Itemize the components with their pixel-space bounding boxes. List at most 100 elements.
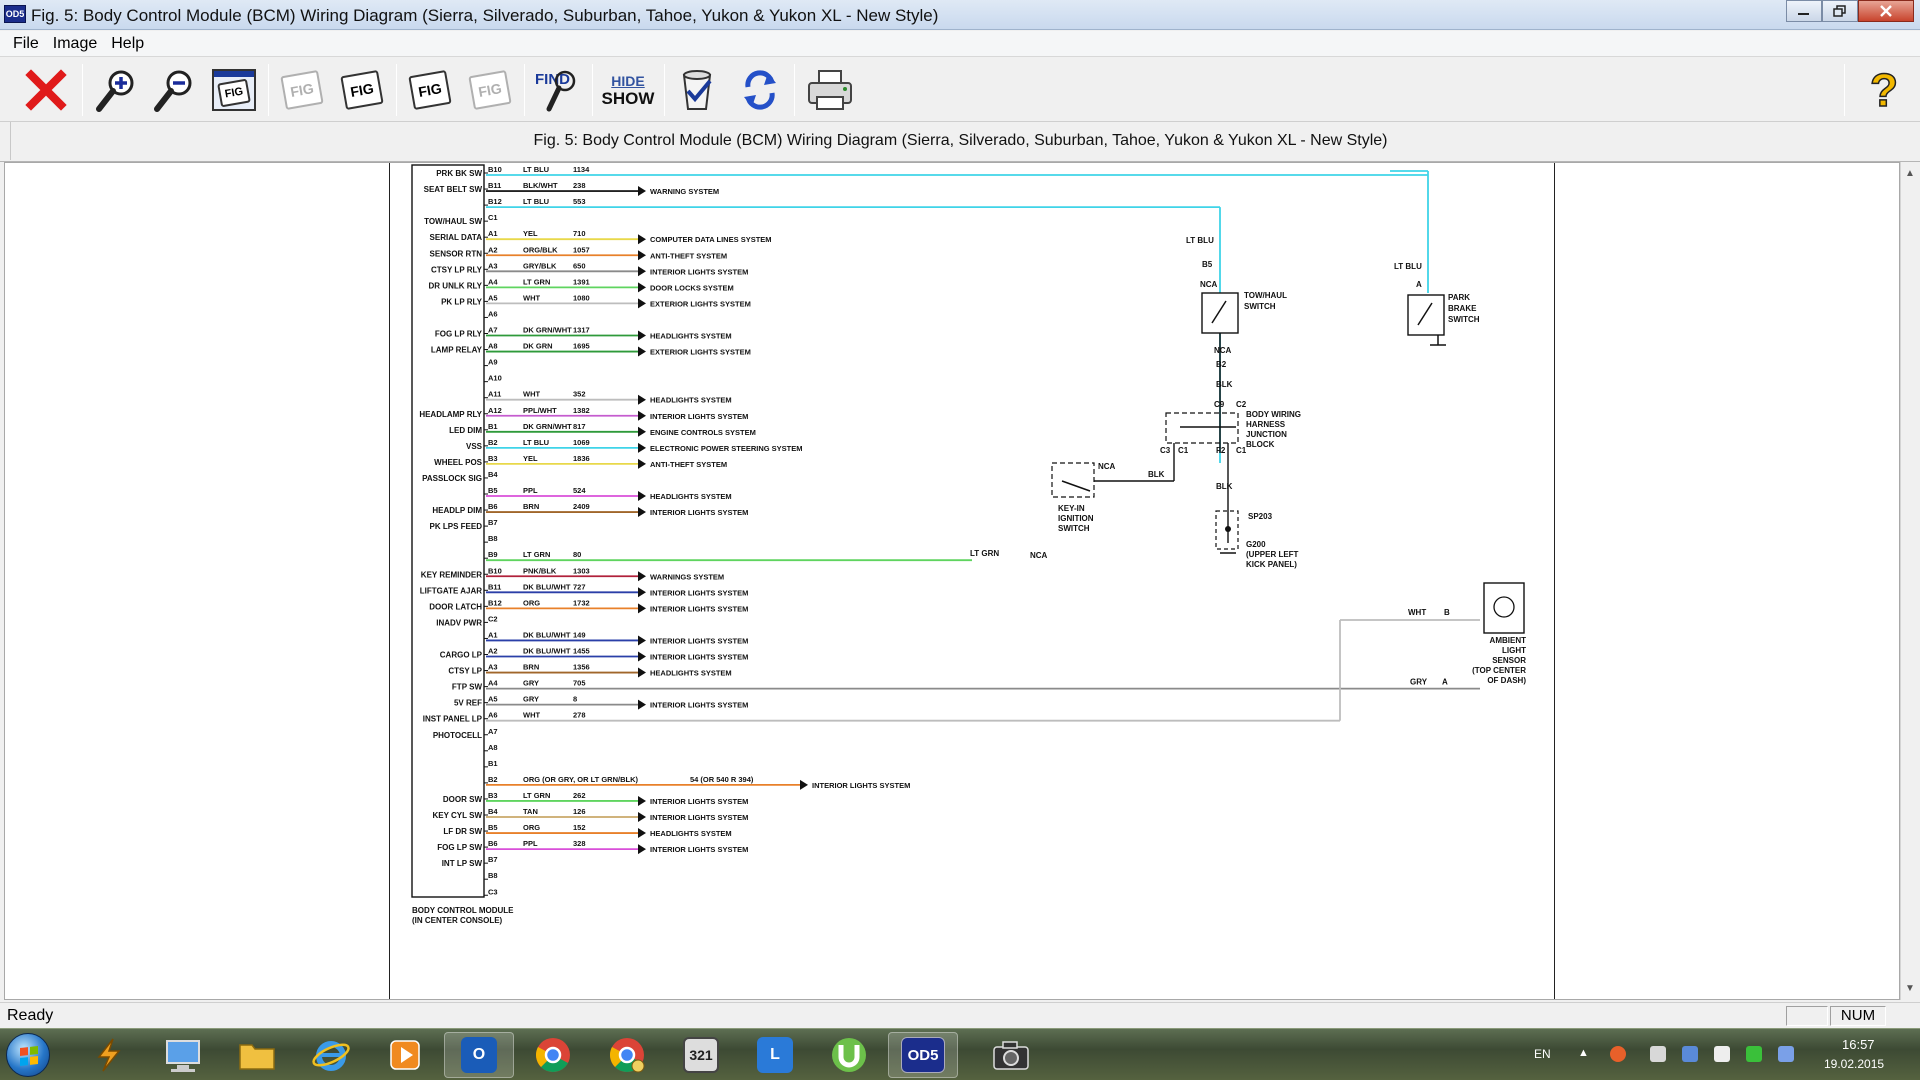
destination-system: HEADLIGHTS SYSTEM [650,332,732,341]
taskbar-winamp[interactable] [74,1032,144,1078]
taskbar-camera[interactable] [976,1032,1046,1078]
towhaul-nca-top: NCA [1200,280,1218,289]
wire-arrow [638,812,646,822]
pin-number: B3 [488,791,498,800]
fig-previous-button[interactable]: FIG [274,62,330,118]
bcm-pin-function: DOOR LATCH [429,602,482,611]
bcm-pin-function: PRK BK SW [436,169,482,178]
wire-color-label: BLK/WHT [523,181,558,190]
tray-network-icon[interactable] [1650,1046,1666,1062]
destination-system: INTERIOR LIGHTS SYSTEM [650,845,748,854]
tray-flag-icon[interactable] [1778,1046,1794,1062]
status-bar: Ready NUM [0,1002,1920,1028]
bcm-pin-function: SERIAL DATA [430,233,483,242]
towhaul-nca-bottom: NCA [1214,346,1232,355]
menu-help[interactable]: Help [111,34,145,52]
refresh-button[interactable] [732,62,788,118]
wire-arrow [638,282,646,293]
taskbar-utorrent[interactable] [814,1032,884,1078]
menu-image[interactable]: Image [52,34,98,52]
destination-system: DOOR LOCKS SYSTEM [650,283,734,292]
close-icon [1880,5,1892,17]
print-button[interactable] [802,62,858,118]
pin-number: A5 [488,695,498,704]
tray-expand-icon[interactable]: ▲ [1578,1047,1589,1059]
pin-number: A8 [488,342,498,351]
close-button[interactable] [1858,0,1914,22]
tray-update-icon[interactable] [1610,1046,1626,1062]
ambient-gry-label: GRY [1410,678,1428,687]
diagram-viewport[interactable]: BODY CONTROL MODULE(IN CENTER CONSOLE) PR… [4,162,1900,1000]
vertical-scrollbar[interactable]: ▲ ▼ [1900,162,1920,1000]
taskbar-od5[interactable]: OD5 [888,1032,958,1078]
destination-system: HEADLIGHTS SYSTEM [650,396,732,405]
fig-forward-button[interactable]: FIG [462,62,518,118]
wire-color-label: LT GRN [523,277,550,286]
pin-number: B1 [488,759,498,768]
bcm-location-label: (IN CENTER CONSOLE) [412,916,503,925]
destination-system: INTERIOR LIGHTS SYSTEM [650,813,748,822]
circuit-number: 126 [573,807,586,816]
taskbar-media[interactable] [370,1032,440,1078]
circuit-number: 1695 [573,342,590,351]
pin-number: A12 [488,406,502,415]
camera-icon [993,1041,1029,1070]
fig-select-button[interactable]: FIG [334,62,390,118]
bcm-module-label: BODY CONTROL MODULE [412,906,514,915]
fig-back-icon: FIG [408,69,452,111]
tray-signal-icon[interactable] [1714,1046,1730,1062]
edit-button[interactable] [670,62,726,118]
taskbar-computer[interactable] [148,1032,218,1078]
taskbar-ie[interactable] [296,1032,366,1078]
wire-color-label: DK GRN/WHT [523,422,572,431]
taskbar-lync[interactable]: L [740,1032,810,1078]
red-x-icon [25,69,67,111]
taskbar-explorer[interactable] [222,1032,292,1078]
wire-color-label: YEL [523,454,538,463]
find-button[interactable]: FIND [530,62,586,118]
zoom-out-button[interactable] [146,62,202,118]
language-indicator[interactable]: EN [1534,1047,1551,1061]
menu-file[interactable]: File [13,34,39,52]
restore-button[interactable] [1822,0,1858,22]
minimize-button[interactable] [1786,0,1822,22]
wire-color-label: DK GRN [523,342,553,351]
hide-show-button[interactable]: HIDE SHOW [600,62,656,118]
scroll-up-icon[interactable]: ▲ [1905,168,1915,179]
printer-icon [808,70,852,110]
junction-c1b: C1 [1236,446,1247,455]
tray-display-icon[interactable] [1682,1046,1698,1062]
wire-color-label: WHT [523,711,540,720]
taskbar-outlook[interactable]: O [444,1032,514,1078]
fig-back-button[interactable]: FIG [402,62,458,118]
lync-icon: L [757,1037,793,1073]
clock-date[interactable]: 19.02.2015 [1824,1057,1885,1071]
clock-time[interactable]: 16:57 [1842,1037,1875,1052]
taskbar-chrome[interactable] [518,1032,588,1078]
wiring-diagram: BODY CONTROL MODULE(IN CENTER CONSOLE) PR… [411,164,1527,925]
taskbar-321[interactable]: 321 [666,1032,736,1078]
parkbrake-switch-blade [1417,302,1433,326]
wire-color-label: LT GRN [523,550,550,559]
ambient-name: AMBIENT [1490,636,1527,645]
help-button[interactable]: ? [1856,62,1912,118]
destination-system: INTERIOR LIGHTS SYSTEM [650,412,748,421]
wire-arrow [638,667,646,678]
parkbrake-name-2: BRAKE [1448,304,1477,313]
pin-number: B11 [488,181,501,190]
close-diagram-button[interactable] [18,62,74,118]
keyin-nca-left: NCA [1030,551,1048,560]
fig-window-button[interactable]: FIG [206,62,262,118]
taskbar-chrome-user[interactable] [592,1032,662,1078]
zoom-in-button[interactable] [88,62,144,118]
start-button[interactable] [6,1033,50,1077]
circuit-number: 1069 [573,438,590,447]
tray-check-icon[interactable] [1746,1046,1762,1062]
utorrent-icon [832,1038,866,1072]
wire-color-label: YEL [523,229,538,238]
keyin-switch-blade [1061,480,1091,492]
wire-color-label: PNK/BLK [523,566,557,575]
circuit-number: 1356 [573,663,590,672]
scroll-down-icon[interactable]: ▼ [1905,983,1915,994]
wire-color-label: LT BLU [523,438,549,447]
